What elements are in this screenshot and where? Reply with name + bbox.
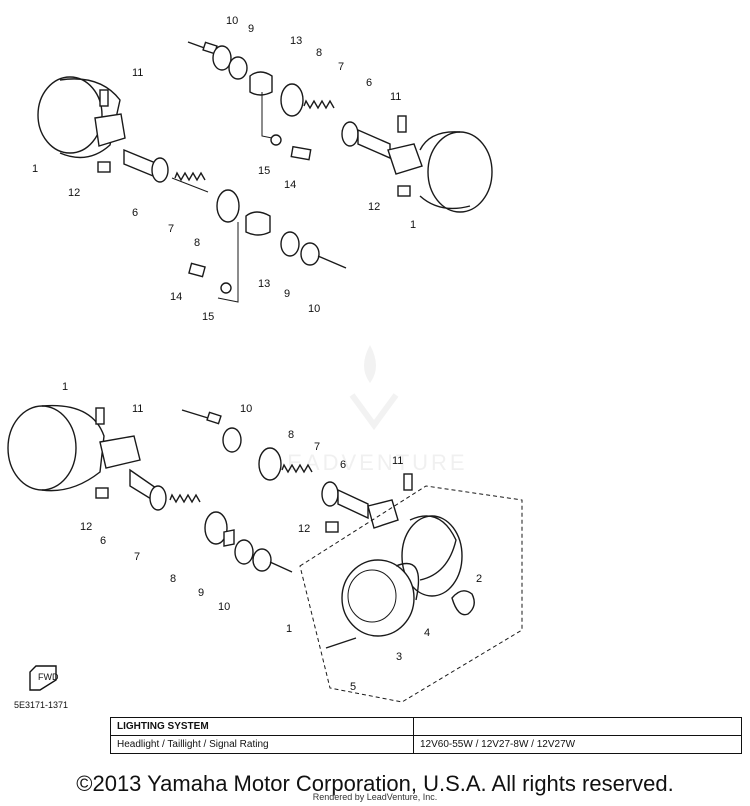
callout: 13 [258,278,270,290]
callout: 7 [168,223,174,235]
callout: 12 [368,201,380,213]
callout: 8 [170,573,176,585]
fwd-label: FWD [38,672,59,682]
callout: 14 [170,291,182,303]
watermark-text: LEADVENTURE [272,450,468,475]
callout: 5 [350,681,356,693]
table-row-label: Headlight / Taillight / Signal Rating [110,735,414,754]
callout: 12 [80,521,92,533]
callout: 6 [132,207,138,219]
bulb [451,590,475,616]
callout: 11 [392,455,403,467]
callout: 9 [284,288,290,300]
top-left-signal-assembly [37,76,347,303]
callout: 4 [424,627,430,639]
signal-housing-1 [427,131,493,213]
callout: 11 [132,403,143,415]
callout: 10 [226,15,238,27]
callout: 8 [316,47,322,59]
top-left-callouts: 1 12 11 6 7 8 13 9 10 14 15 [32,67,320,323]
bottom-left-signal-assembly [7,404,293,573]
callout: 3 [396,651,402,663]
callout: 10 [218,601,230,613]
callout: 15 [258,165,270,177]
diagram-code: 5E3171-1371 [14,700,68,710]
callout: 7 [314,441,320,453]
signal-lens-housing [7,405,77,491]
callout: 6 [366,77,372,89]
callout: 8 [194,237,200,249]
callout: 14 [284,179,296,191]
callout: 10 [240,403,252,415]
callout: 12 [298,523,310,535]
top-right-callouts: 10 9 13 8 7 6 11 15 14 12 1 [226,15,416,231]
callout: 9 [198,587,204,599]
bottom-right-signal-assembly [181,409,523,703]
signal-lens [341,559,415,637]
watermark-logo: LEADVENTURE [272,345,468,475]
table-row: LIGHTING SYSTEM [110,717,742,736]
bottom-left-callouts: 1 11 12 6 7 8 9 10 [62,381,230,613]
table-row: Headlight / Taillight / Signal Rating 12… [110,735,742,754]
table-header: LIGHTING SYSTEM [110,717,414,736]
bottom-right-callouts: 10 8 7 6 11 12 2 4 3 1 5 [240,403,482,693]
callout: 1 [62,381,68,393]
callout: 15 [202,311,214,323]
fwd-arrow-icon: FWD [29,665,59,691]
callout: 7 [338,61,344,73]
callout: 12 [68,187,80,199]
callout: 1 [286,623,292,635]
callout: 13 [290,35,302,47]
table-header-empty [413,717,742,736]
callout: 2 [476,573,482,585]
top-right-signal-assembly [187,41,493,213]
lighting-system-table: LIGHTING SYSTEM Headlight / Taillight / … [110,717,742,754]
signal-housing-1 [37,76,103,154]
rendered-by-notice: Rendered by LeadVenture, Inc. [312,792,438,802]
callout: 11 [132,67,143,79]
callout: 11 [390,91,401,103]
callout: 6 [100,535,106,547]
copyright-notice: ©2013 Yamaha Motor Corporation, U.S.A. A… [76,771,674,796]
callout: 1 [32,163,38,175]
callout: 9 [248,23,254,35]
callout: 10 [308,303,320,315]
table-row-value: 12V60-55W / 12V27-8W / 12V27W [413,735,742,754]
callout: 1 [410,219,416,231]
callout: 6 [340,459,346,471]
callout: 7 [134,551,140,563]
callout: 8 [288,429,294,441]
